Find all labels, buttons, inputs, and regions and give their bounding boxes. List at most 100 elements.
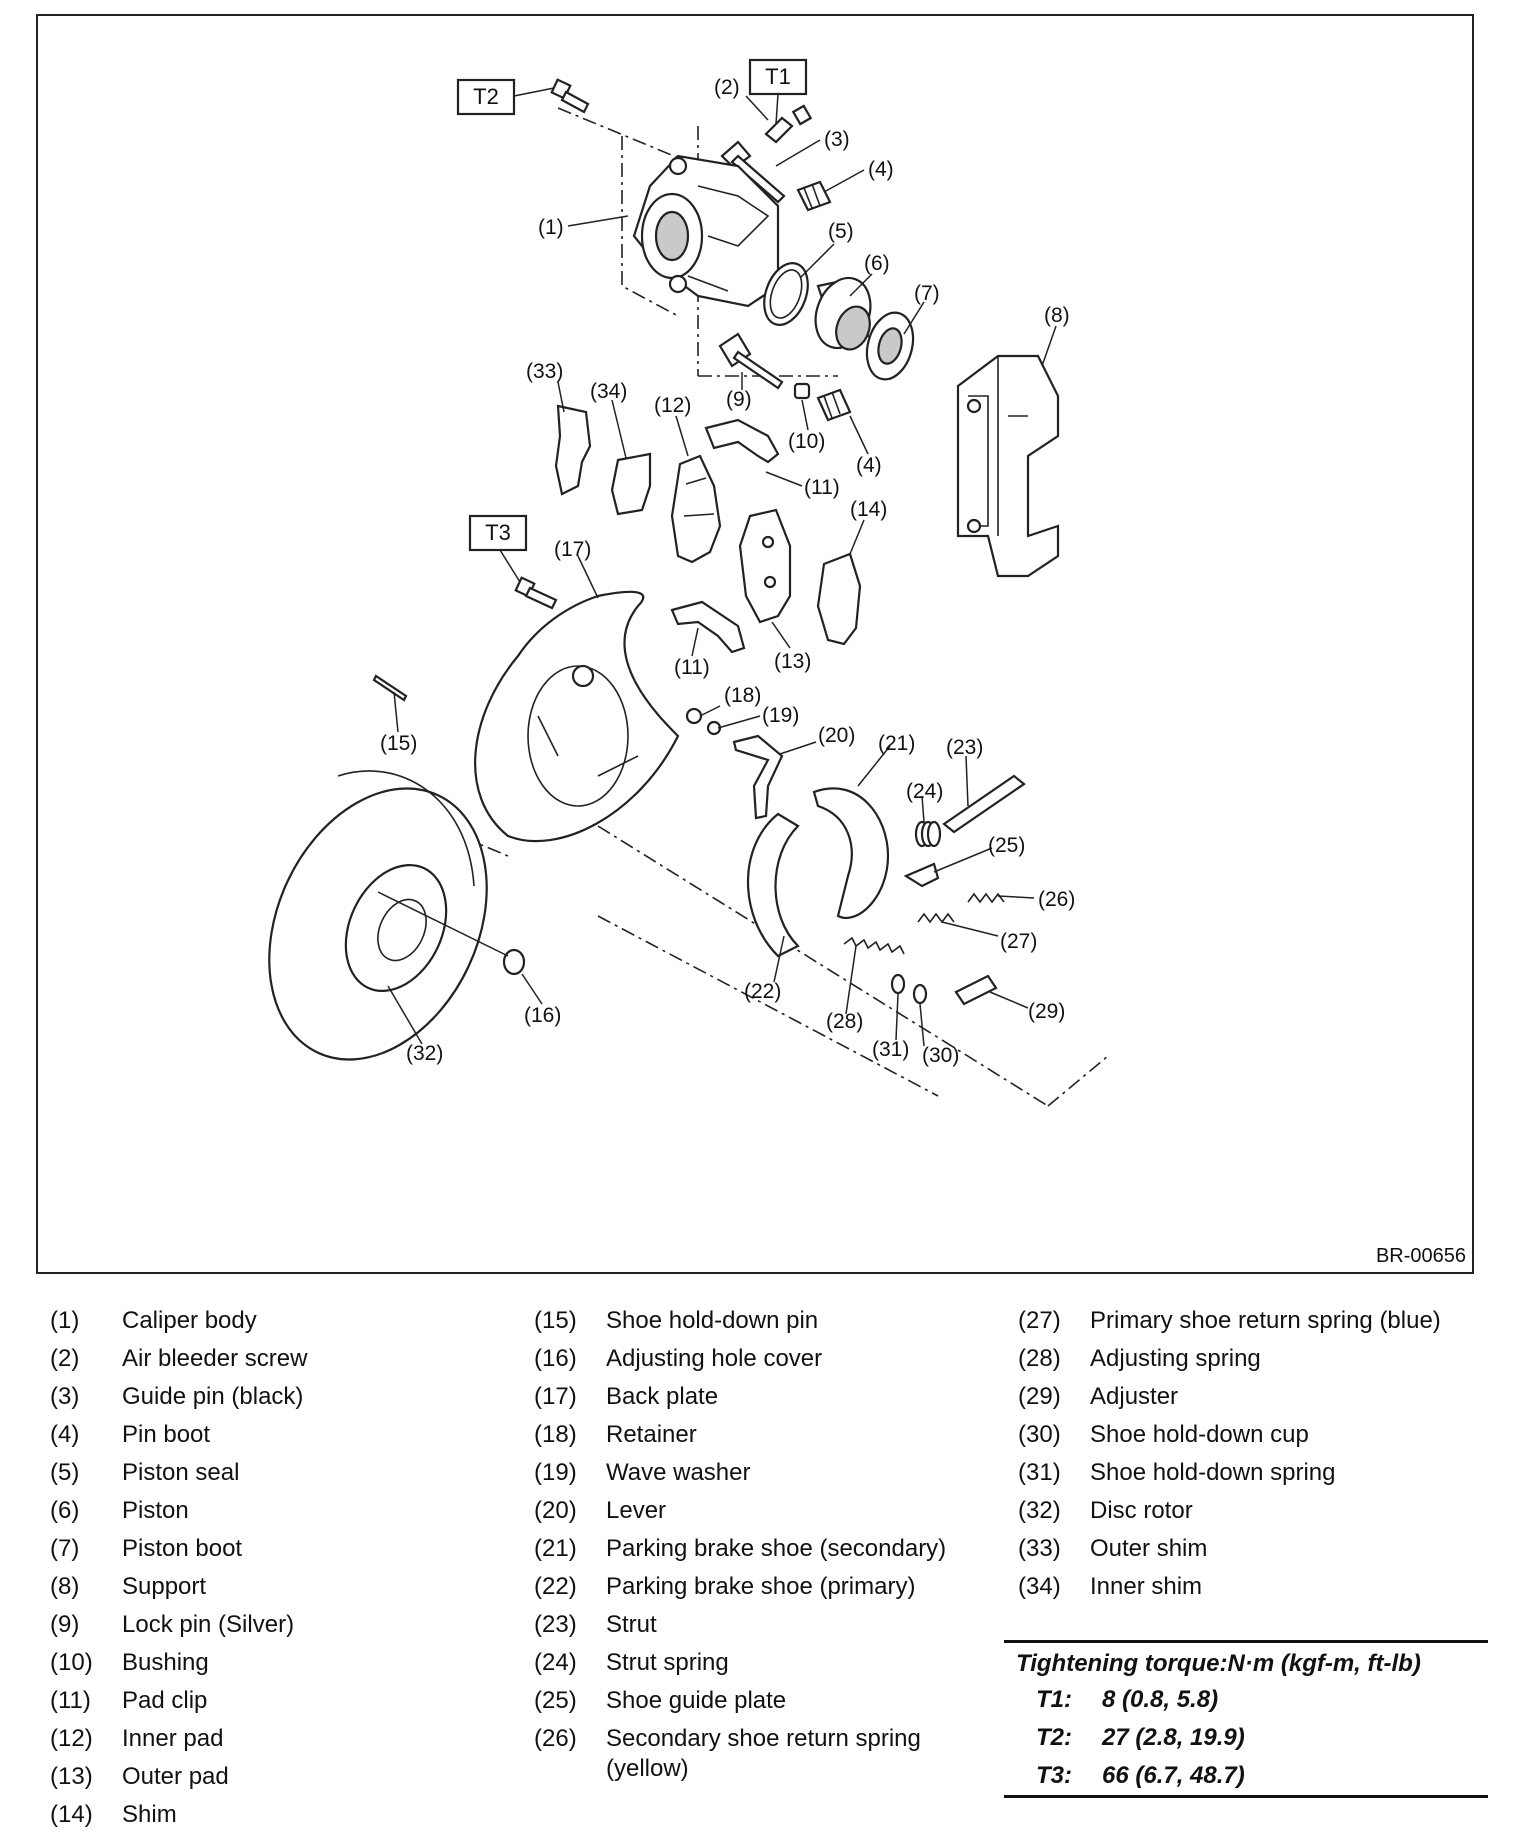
legend-item: (1)Caliper body bbox=[50, 1307, 257, 1334]
legend-item: (15)Shoe hold-down pin bbox=[534, 1307, 819, 1334]
torque-row: T1:8 (0.8, 5.8) bbox=[1036, 1686, 1219, 1713]
legend-item: (8)Support bbox=[50, 1573, 207, 1600]
callout-12: (12) bbox=[654, 394, 691, 417]
pad-shim bbox=[816, 552, 862, 646]
pin-boot-lower bbox=[816, 388, 852, 422]
callout-4: (4) bbox=[868, 158, 894, 181]
strut bbox=[942, 774, 1026, 834]
torque-table: Tightening torque:N·m (kgf-m, ft-lb) T1:… bbox=[1004, 1640, 1488, 1798]
callout-17: (17) bbox=[554, 538, 591, 561]
back-plate bbox=[474, 590, 680, 843]
svg-text:T2: T2 bbox=[473, 84, 499, 109]
legend-item: (17)Back plate bbox=[534, 1383, 719, 1410]
legend-item: (32)Disc rotor bbox=[1018, 1497, 1193, 1524]
torque-box-t3: T3 bbox=[468, 514, 528, 552]
legend-item: (3)Guide pin (black) bbox=[50, 1383, 304, 1410]
inner-pad bbox=[670, 454, 722, 564]
legend-item: (18)Retainer bbox=[534, 1421, 697, 1448]
callout-30: (30) bbox=[922, 1044, 959, 1067]
t2-bolt bbox=[550, 78, 590, 114]
callout-27: (27) bbox=[1000, 930, 1037, 953]
legend-item: (7)Piston boot bbox=[50, 1535, 243, 1562]
legend-item: (31)Shoe hold-down spring bbox=[1018, 1459, 1336, 1486]
legend-item: (20)Lever bbox=[534, 1497, 667, 1524]
legend-item: (25)Shoe guide plate bbox=[534, 1687, 787, 1714]
parking-brake-shoe-secondary bbox=[812, 787, 890, 919]
callout-32: (32) bbox=[406, 1042, 443, 1065]
legend-item: (30)Shoe hold-down cup bbox=[1018, 1421, 1309, 1448]
legend-item: (5)Piston seal bbox=[50, 1459, 240, 1486]
callout-23: (23) bbox=[946, 736, 983, 759]
legend-item: (34)Inner shim bbox=[1018, 1573, 1203, 1600]
callout-15: (15) bbox=[380, 732, 417, 755]
callout-28: (28) bbox=[826, 1010, 863, 1033]
guide-pin bbox=[720, 140, 786, 204]
adjusting-hole-cover bbox=[377, 891, 526, 976]
legend-column-1: (1)Caliper body (2)Air bleeder screw (3)… bbox=[50, 1302, 480, 1834]
legend-item: (22)Parking brake shoe (primary) bbox=[534, 1573, 916, 1600]
t3-bolt bbox=[514, 576, 558, 610]
pin-boot-upper bbox=[796, 180, 832, 212]
outer-shim bbox=[554, 404, 592, 496]
callout-14: (14) bbox=[850, 498, 887, 521]
callout-18: (18) bbox=[724, 684, 761, 707]
legend-item: (28)Adjusting spring bbox=[1018, 1345, 1261, 1372]
legend-item: (23)Strut bbox=[534, 1611, 657, 1638]
callout-1: (1) bbox=[538, 216, 564, 239]
parking-brake-shoe-primary bbox=[746, 812, 800, 958]
callout-11: (11) bbox=[804, 476, 840, 499]
air-bleeder-screw bbox=[764, 104, 813, 144]
svg-text:T1: T1 bbox=[765, 64, 791, 89]
torque-row: T3:66 (6.7, 48.7) bbox=[1036, 1762, 1245, 1789]
inner-shim bbox=[610, 452, 652, 516]
piston-boot bbox=[865, 311, 915, 381]
legend-item: (29)Adjuster bbox=[1018, 1383, 1179, 1410]
retainer bbox=[685, 707, 703, 725]
legend-column-3: (27)Primary shoe return spring (blue) (2… bbox=[1018, 1302, 1518, 1606]
callout-3: (3) bbox=[824, 128, 850, 151]
callout-13: (13) bbox=[774, 650, 811, 673]
axis-line bbox=[1047, 1055, 1109, 1107]
callout-31: (31) bbox=[872, 1038, 909, 1061]
axis-line bbox=[557, 107, 699, 167]
callout-21: (21) bbox=[878, 732, 915, 755]
torque-row: T2:27 (2.8, 19.9) bbox=[1036, 1724, 1245, 1751]
strut-spring bbox=[914, 820, 942, 848]
legend-item: (27)Primary shoe return spring (blue) bbox=[1018, 1307, 1441, 1334]
legend-item: (26)Secondary shoe return spring (yellow… bbox=[534, 1725, 921, 1782]
caliper-body bbox=[632, 154, 780, 308]
bushing bbox=[793, 382, 811, 400]
torque-box-t2: T2 bbox=[456, 78, 516, 116]
legend-item: (13)Outer pad bbox=[50, 1763, 229, 1790]
legend-item: (4)Pin boot bbox=[50, 1421, 211, 1448]
torque-bottom-rule bbox=[1004, 1795, 1488, 1798]
pad-clip-lower bbox=[670, 600, 746, 654]
callout-leaders bbox=[387, 95, 1057, 1047]
callout-4b: (4) bbox=[856, 454, 882, 477]
shoe-hold-down-cup bbox=[912, 983, 928, 1005]
callout-16: (16) bbox=[524, 1004, 561, 1027]
callout-26: (26) bbox=[1038, 888, 1075, 911]
drawing-reference: BR-00656 bbox=[1376, 1245, 1466, 1267]
legend-item: (10)Bushing bbox=[50, 1649, 209, 1676]
primary-shoe-return-spring bbox=[917, 912, 955, 924]
legend-item: (6)Piston bbox=[50, 1497, 189, 1524]
legend-item: (33)Outer shim bbox=[1018, 1535, 1208, 1562]
legend-item: (12)Inner pad bbox=[50, 1725, 224, 1752]
callout-9: (9) bbox=[726, 388, 752, 411]
lock-pin bbox=[718, 332, 784, 390]
exploded-diagram: T2 T1 T3 bbox=[268, 58, 1466, 1267]
axis-line bbox=[621, 136, 679, 317]
lever bbox=[732, 734, 784, 820]
outer-pad bbox=[738, 508, 792, 624]
pad-clip-upper bbox=[704, 418, 780, 464]
torque-box-t1: T1 bbox=[748, 58, 808, 96]
support-bracket bbox=[956, 354, 1060, 578]
callout-6: (6) bbox=[864, 252, 890, 275]
legend-item: (19)Wave washer bbox=[534, 1459, 751, 1486]
legend-item: (21)Parking brake shoe (secondary) bbox=[534, 1535, 947, 1562]
shoe-guide-plate bbox=[903, 862, 940, 888]
legend-item: (14)Shim bbox=[50, 1801, 177, 1828]
callout-25: (25) bbox=[988, 834, 1025, 857]
adjusting-spring bbox=[843, 936, 905, 955]
